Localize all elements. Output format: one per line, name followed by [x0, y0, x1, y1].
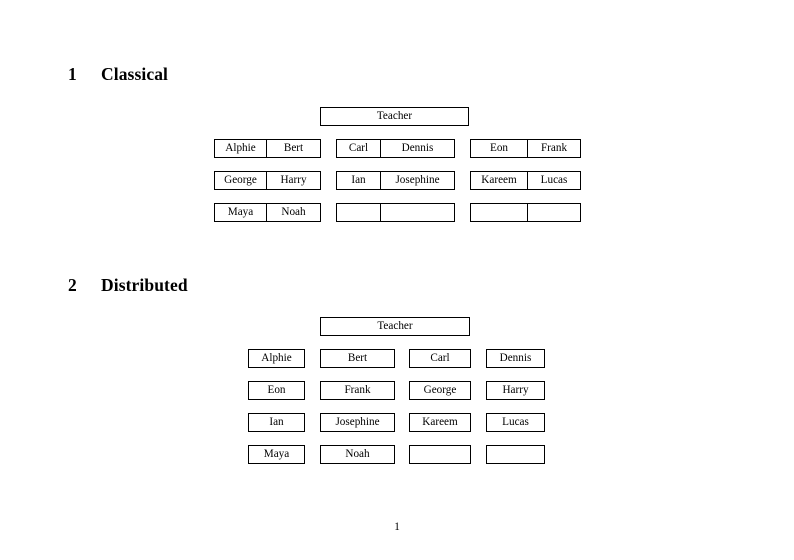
- teacher-box-distributed: Teacher: [320, 317, 470, 336]
- name-box-empty: [486, 445, 545, 464]
- name-cell: Kareem: [470, 171, 528, 190]
- name-cell-empty: [381, 203, 455, 222]
- section-number: 1: [68, 64, 77, 84]
- group-left-row-1: Alphie Bert: [214, 139, 321, 158]
- name-cell: Dennis: [381, 139, 455, 158]
- name-cell-empty: [336, 203, 381, 222]
- name-box: Frank: [320, 381, 395, 400]
- section-title: Classical: [101, 64, 169, 84]
- name-box: George: [409, 381, 471, 400]
- name-box: Ian: [248, 413, 305, 432]
- group-right-row-3: [470, 203, 581, 222]
- name-box: Bert: [320, 349, 395, 368]
- name-cell-empty: [470, 203, 528, 222]
- section-heading-distributed: 2 Distributed: [68, 275, 188, 296]
- name-box: Josephine: [320, 413, 395, 432]
- name-box: Dennis: [486, 349, 545, 368]
- group-middle-row-2: Ian Josephine: [336, 171, 455, 190]
- name-cell-empty: [528, 203, 581, 222]
- group-middle-row-3: [336, 203, 455, 222]
- name-box: Harry: [486, 381, 545, 400]
- name-box: Carl: [409, 349, 471, 368]
- name-box-empty: [409, 445, 471, 464]
- group-right-row-2: Kareem Lucas: [470, 171, 581, 190]
- name-cell: Alphie: [214, 139, 267, 158]
- name-box: Noah: [320, 445, 395, 464]
- section-title: Distributed: [101, 275, 188, 295]
- name-box: Lucas: [486, 413, 545, 432]
- name-cell: Josephine: [381, 171, 455, 190]
- name-cell: George: [214, 171, 267, 190]
- group-right-row-1: Eon Frank: [470, 139, 581, 158]
- name-cell: Eon: [470, 139, 528, 158]
- teacher-box-classical: Teacher: [320, 107, 469, 126]
- name-cell: Frank: [528, 139, 581, 158]
- name-box: Alphie: [248, 349, 305, 368]
- name-box: Eon: [248, 381, 305, 400]
- section-number: 2: [68, 275, 77, 295]
- name-box: Kareem: [409, 413, 471, 432]
- section-heading-classical: 1 Classical: [68, 64, 168, 85]
- page-number: 1: [394, 521, 400, 533]
- name-box: Maya: [248, 445, 305, 464]
- name-cell: Carl: [336, 139, 381, 158]
- name-cell: Noah: [267, 203, 321, 222]
- group-left-row-3: Maya Noah: [214, 203, 321, 222]
- group-left-row-2: George Harry: [214, 171, 321, 190]
- name-cell: Lucas: [528, 171, 581, 190]
- name-cell: Ian: [336, 171, 381, 190]
- name-cell: Bert: [267, 139, 321, 158]
- group-middle-row-1: Carl Dennis: [336, 139, 455, 158]
- name-cell: Harry: [267, 171, 321, 190]
- name-cell: Maya: [214, 203, 267, 222]
